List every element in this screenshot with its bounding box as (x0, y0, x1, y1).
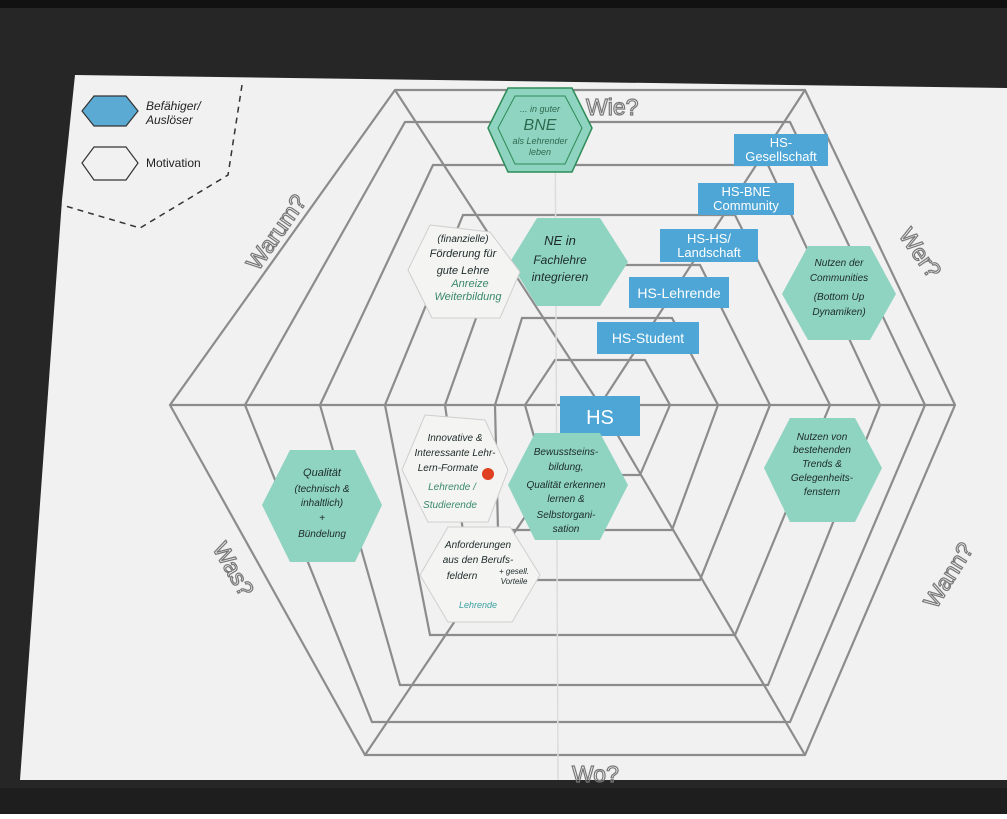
note-bewusstsein-line5: Selbstorgani- (537, 510, 597, 521)
note-qualitaet-line1: Qualität (303, 467, 342, 479)
level-hs: HS (586, 407, 614, 429)
level-hs-box (560, 396, 640, 436)
note-anforderungen: Anforderungen aus den Berufs- feldern + … (419, 526, 541, 623)
level-teachers: HS-Lehrende (637, 285, 720, 301)
legend-border (61, 84, 243, 229)
note-foerderung-line4: Anreize (450, 278, 488, 290)
note-foerderung-line2: Förderung für (430, 248, 498, 260)
web-spoke (599, 404, 806, 756)
note-formate-line5: Studierende (423, 500, 477, 511)
level-hs-hs-line1: HS-HS/ (687, 231, 731, 246)
note-qualitaet-line3: inhaltlich) (301, 498, 343, 509)
legend: Befähiger/ Auslöser Motivation (61, 84, 243, 229)
note-qualitaet-line5: Bündelung (298, 529, 346, 540)
note-formate: Innovative & Interessante Lehr- Lern-For… (401, 414, 509, 523)
note-bewusstsein-line2: bildung, (548, 462, 583, 473)
level-student-box (597, 322, 699, 354)
level-hs-hs-box (660, 229, 758, 262)
axis-label-how: Wie? (586, 94, 638, 120)
note-foerderung-line1: (finanzielle) (437, 234, 488, 245)
note-trends-line3: Trends & (802, 459, 842, 470)
level-bne-line2: Community (713, 198, 779, 213)
level-boxes: HS- Gesellschaft HS-BNE Community HS-HS/… (560, 134, 828, 436)
note-anforderungen-line4: + gesell. (499, 567, 529, 576)
note-anforderungen-line6: Lehrende (459, 600, 497, 610)
note-wie-line4: leben (529, 147, 551, 157)
level-hs-hs-line2: Landschaft (677, 245, 741, 260)
axis-label-where: Wo? (572, 761, 619, 787)
note-formate-line3: Lern-Formate (418, 463, 479, 474)
level-teachers-box (629, 277, 729, 308)
level-society-line1: HS- (770, 135, 792, 150)
note-anforderungen-line3: feldern (447, 571, 478, 582)
note-qualitaet: Qualität (technisch & inhaltlich) + Bünd… (262, 450, 382, 562)
note-foerderung-line5: Weiterbildung (434, 291, 502, 303)
legend-enabler-line1: Befähiger/ (146, 99, 202, 113)
note-wie-line2: BNE (524, 117, 557, 134)
level-society-line2: Gesellschaft (745, 149, 817, 164)
note-communities-line4: Dynamiken) (812, 307, 865, 318)
note-wie-top: ... in guter BNE als Lehrender leben (487, 87, 593, 173)
note-bewusstsein-line1: Bewusstseins- (534, 447, 599, 458)
note-qualitaet-line2: (technisch & (294, 484, 349, 495)
top-edge (0, 0, 1007, 8)
note-formate-line2: Interessante Lehr- (415, 448, 497, 459)
note-foerderung: (finanzielle) Förderung für gute Lehre A… (407, 224, 521, 319)
motivation-hexagon-icon (81, 146, 139, 181)
note-communities: Nutzen der Communities (Bottom Up Dynami… (782, 246, 896, 340)
note-trends-line4: Gelegenheits- (791, 473, 854, 484)
enabler-hexagon-icon (81, 95, 139, 127)
red-dot-marker (482, 468, 494, 480)
note-qualitaet-line4: + (319, 513, 325, 524)
note-trends: Nutzen von bestehenden Trends & Gelegenh… (764, 418, 882, 522)
note-ne-line2: Fachlehre (533, 253, 587, 267)
note-ne-fachlehre: NE in Fachlehre integrieren (510, 218, 628, 306)
note-bewusstsein: Bewusstseins- bildung, Qualität erkennen… (508, 433, 628, 540)
note-ne-line1: NE in (544, 233, 576, 248)
level-bne-line1: HS-BNE (721, 184, 770, 199)
level-student: HS-Student (612, 330, 684, 346)
level-society-box (734, 134, 828, 166)
note-anforderungen-line5: Vorteile (501, 577, 528, 586)
paper-sheet (20, 75, 1007, 780)
note-formate-line4: Lehrende / (428, 482, 477, 493)
note-communities-line3: (Bottom Up (814, 292, 865, 303)
note-anforderungen-line2: aus den Berufs- (443, 555, 514, 566)
note-wie-line1: ... in guter (520, 104, 561, 114)
note-communities-line1: Nutzen der (815, 258, 865, 269)
note-foerderung-line3: gute Lehre (437, 265, 490, 277)
note-trends-line2: bestehenden (793, 445, 851, 456)
note-bewusstsein-line4: lernen & (547, 494, 585, 505)
level-bne-box (698, 183, 794, 215)
note-bewusstsein-line6: sation (553, 524, 580, 535)
legend-motivation: Motivation (146, 156, 201, 170)
note-formate-line1: Innovative & (427, 433, 482, 444)
legend-enabler-line2: Auslöser (145, 113, 194, 127)
bottom-background (0, 788, 1007, 814)
note-trends-line1: Nutzen von (797, 432, 848, 443)
note-wie-line3: als Lehrender (512, 136, 568, 146)
note-communities-line2: Communities (810, 273, 868, 284)
note-anforderungen-line1: Anforderungen (444, 540, 512, 551)
note-ne-line3: integrieren (532, 270, 589, 284)
note-trends-line5: fenstern (804, 487, 841, 498)
note-bewusstsein-line3: Qualität erkennen (527, 480, 606, 491)
